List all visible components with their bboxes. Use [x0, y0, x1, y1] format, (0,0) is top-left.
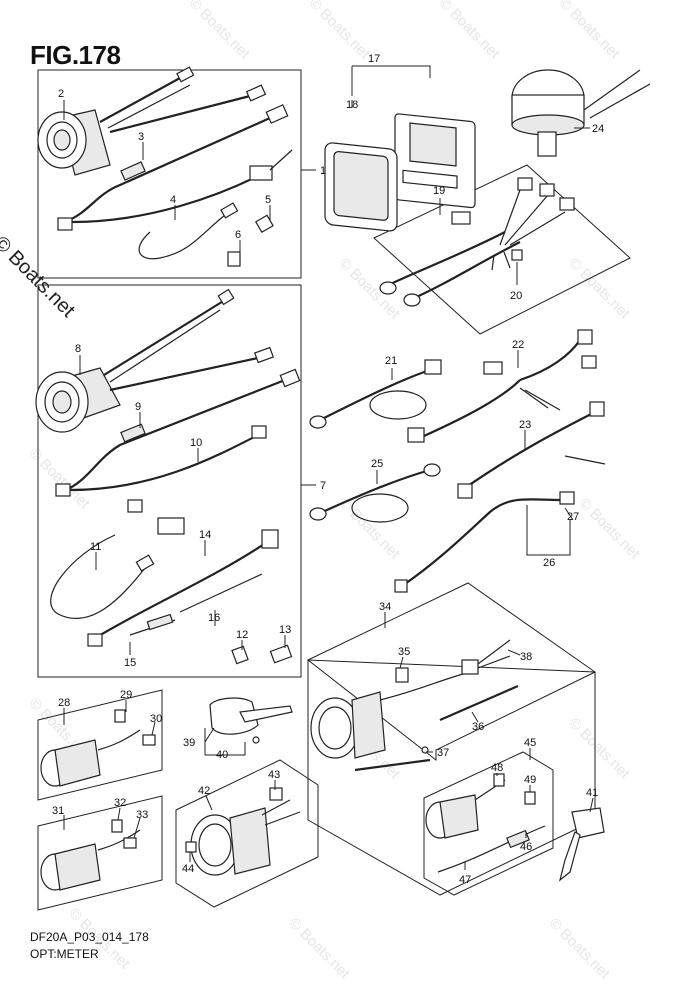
callout-42: 42 — [198, 785, 210, 797]
kit-frame-31 — [37, 795, 163, 911]
callout-3: 3 — [138, 131, 144, 143]
kit-frame-19 — [373, 164, 631, 335]
kit-frame-42 — [175, 759, 319, 908]
callout-26: 26 — [543, 557, 555, 569]
callout-32: 32 — [114, 797, 126, 809]
meter-gauge-45 — [425, 794, 479, 839]
callout-40: 40 — [216, 749, 228, 761]
callout-33: 33 — [136, 809, 148, 821]
callout-17: 17 — [368, 53, 380, 65]
callout-27: 27 — [567, 511, 579, 523]
meter-gauge-2 — [37, 109, 111, 176]
callout-48: 48 — [491, 762, 503, 774]
callout-2: 2 — [58, 88, 64, 100]
callout-30: 30 — [150, 713, 162, 725]
callout-1: 1 — [320, 165, 326, 177]
callout-21: 21 — [385, 355, 397, 367]
meter-gauge-31 — [40, 843, 101, 891]
callout-19: 19 — [433, 185, 445, 197]
callout-29: 29 — [120, 689, 132, 701]
callout-18: 18 — [346, 99, 358, 111]
callout-39: 39 — [183, 737, 195, 749]
callout-34: 34 — [379, 601, 391, 613]
callout-31: 31 — [52, 805, 64, 817]
callout-22: 22 — [512, 339, 524, 351]
kit-frame-1 — [37, 69, 302, 279]
callout-24: 24 — [592, 123, 604, 135]
callout-23: 23 — [519, 419, 531, 431]
meter-gauge-34 — [310, 691, 386, 759]
callout-36: 36 — [472, 721, 484, 733]
gps-antenna-24 — [511, 69, 651, 157]
callout-5: 5 — [265, 194, 271, 206]
callout-16: 16 — [208, 612, 220, 624]
callout-6: 6 — [235, 229, 241, 241]
callout-14: 14 — [199, 529, 211, 541]
meter-gauge-42 — [190, 807, 271, 876]
figure-title: FIG.178 — [30, 40, 121, 70]
callout-37: 37 — [437, 747, 449, 759]
leader-lines — [63, 65, 594, 870]
kit-frame-45 — [423, 751, 554, 896]
trim-handle-41 — [558, 807, 605, 882]
callout-25: 25 — [371, 458, 383, 470]
callout-13: 13 — [279, 624, 291, 636]
callout-41: 41 — [586, 787, 598, 799]
callout-12: 12 — [236, 629, 248, 641]
callout-47: 47 — [459, 874, 471, 886]
callout-labels: 1 2 3 4 5 6 7 8 9 10 11 12 13 14 15 16 1… — [52, 53, 604, 886]
callout-9: 9 — [135, 401, 141, 413]
meter-gauge-28 — [40, 739, 101, 787]
callout-38: 38 — [520, 651, 532, 663]
kit-frame-34 — [307, 582, 596, 762]
callout-11: 11 — [90, 541, 101, 553]
figure-description: OPT:METER — [30, 947, 99, 961]
callout-15: 15 — [124, 657, 136, 669]
callout-45: 45 — [524, 737, 536, 749]
callout-43: 43 — [268, 769, 280, 781]
callout-35: 35 — [398, 646, 410, 658]
callout-8: 8 — [75, 343, 81, 355]
kit-frame-34-body — [307, 659, 596, 896]
kit-frame-28 — [37, 689, 163, 801]
display-cover-18 — [324, 142, 398, 232]
multi-function-display-17 — [394, 113, 476, 209]
callout-44: 44 — [182, 863, 194, 875]
kit-frame-7 — [37, 284, 302, 678]
callout-7: 7 — [320, 480, 326, 492]
callout-10: 10 — [190, 437, 202, 449]
meter-gauge-8 — [35, 367, 121, 433]
callout-20: 20 — [510, 290, 522, 302]
callout-4: 4 — [170, 194, 176, 206]
remote-control-39 — [209, 697, 293, 735]
callout-49: 49 — [524, 774, 536, 786]
callout-28: 28 — [58, 697, 70, 709]
figure-code: DF20A_P03_014_178 — [30, 930, 149, 944]
callout-46: 46 — [520, 841, 532, 853]
